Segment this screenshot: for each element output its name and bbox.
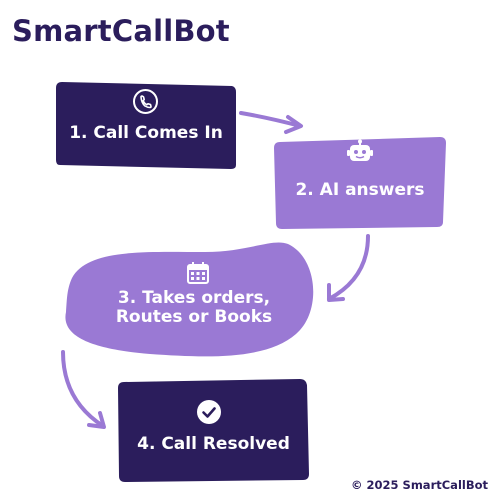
arrow-2-to-3 xyxy=(327,234,370,302)
step-1-shape xyxy=(56,82,236,169)
footer-copyright: © 2025 SmartCallBot xyxy=(351,478,488,492)
step-3-shape xyxy=(65,242,314,357)
step-3-label-line1: 3. Takes orders, xyxy=(117,288,271,308)
arrow-1-to-2 xyxy=(239,111,303,134)
step-4-label: 4. Call Resolved xyxy=(137,434,290,454)
check-circle-icon xyxy=(197,400,221,424)
arrow-3-to-4 xyxy=(61,350,106,429)
phone-icon xyxy=(133,89,158,114)
step-1-label: 1. Call Comes In xyxy=(69,123,223,143)
robot-icon xyxy=(347,139,373,161)
step-3-label-line2: Routes or Books xyxy=(115,307,273,327)
brand-title: SmartCallBot xyxy=(12,14,230,48)
step-2-label: 2. AI answers xyxy=(295,180,425,200)
step-2-shape xyxy=(274,137,446,229)
calendar-icon xyxy=(187,262,209,284)
step-4-shape xyxy=(118,379,309,482)
